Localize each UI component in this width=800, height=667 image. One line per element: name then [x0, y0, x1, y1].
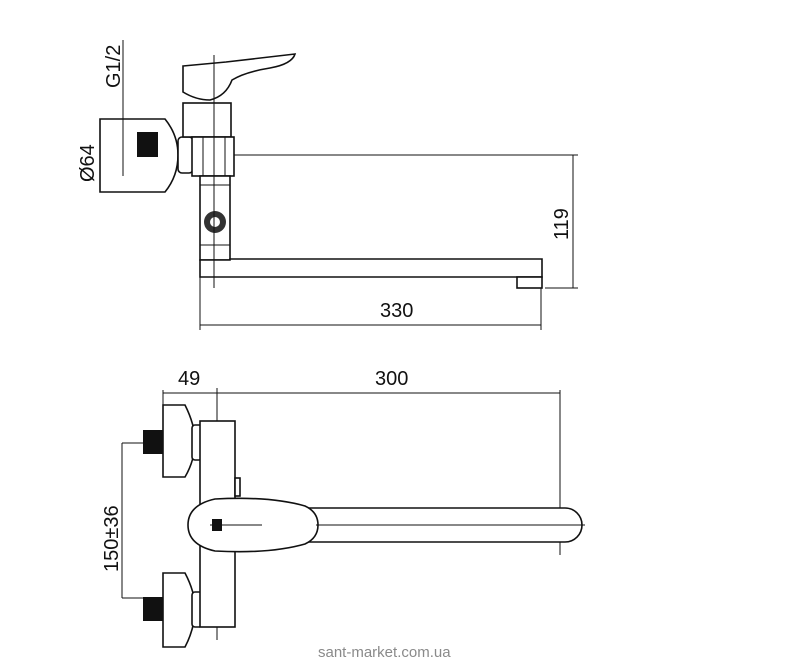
- flange-diameter-label: Ø64: [77, 144, 99, 182]
- reach-label: 300: [375, 368, 408, 390]
- nozzle: [516, 276, 543, 289]
- hex-body: [191, 136, 235, 177]
- connector-block: [137, 132, 158, 157]
- thread-label: G1/2: [103, 45, 125, 88]
- watermark: sant-market.com.ua: [318, 644, 451, 661]
- lower-flange: [162, 572, 196, 648]
- spout-top: [199, 258, 543, 278]
- front-view: 49 300 150±36: [101, 368, 585, 648]
- inlet-spacing-label: 150±36: [101, 505, 123, 572]
- lower-connector: [143, 597, 163, 621]
- height-label: 119: [551, 208, 573, 240]
- upper-flange: [162, 404, 196, 478]
- upper-connector: [143, 430, 163, 454]
- diverter-knob-center: [210, 217, 220, 227]
- nut: [177, 136, 194, 174]
- top-view: G1/2 Ø64 119 330: [77, 40, 578, 330]
- body-upper: [182, 102, 232, 138]
- wall-offset-label: 49: [178, 368, 200, 390]
- lever-top: [182, 53, 297, 101]
- diverter-tab: [234, 477, 241, 497]
- spout-length-label: 330: [380, 300, 413, 322]
